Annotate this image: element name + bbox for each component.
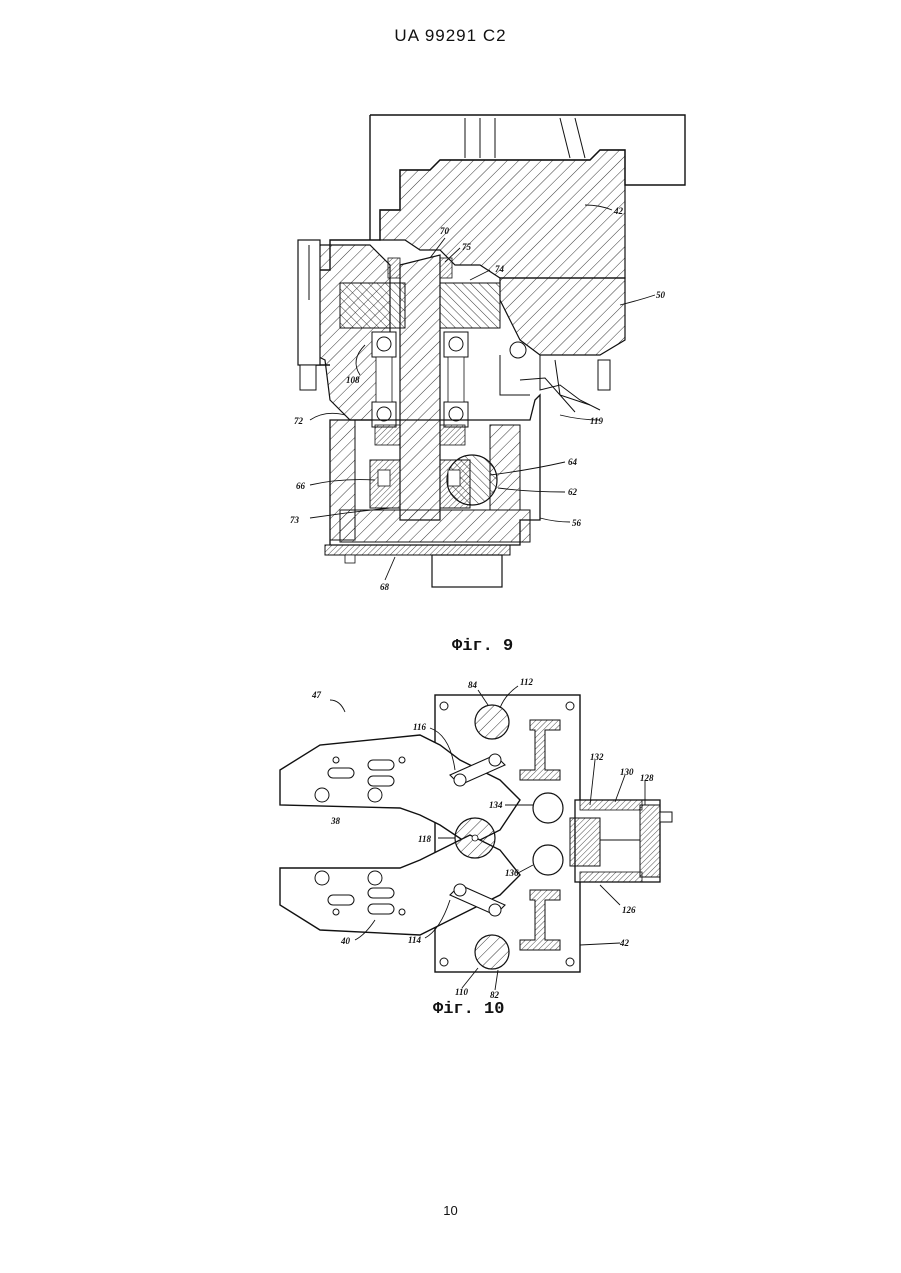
fig10-label-114: 114 <box>408 935 422 945</box>
fig10-label-128: 128 <box>640 773 654 783</box>
fig10-label-132: 132 <box>590 752 604 762</box>
fig10-label-134: 134 <box>489 800 503 810</box>
fig10-label-126: 126 <box>622 905 636 915</box>
fig10-label-82: 82 <box>490 990 500 1000</box>
page-number: 10 <box>0 1203 901 1218</box>
fig10-label-136: 136 <box>505 868 519 878</box>
fig10-label-42: 42 <box>619 938 630 948</box>
fig10-label-40: 40 <box>340 936 351 946</box>
fig10-label-130: 130 <box>620 767 634 777</box>
fig10-label-118: 118 <box>418 834 432 844</box>
fig10-label-112: 112 <box>520 677 534 687</box>
fig10-label-116: 116 <box>413 722 427 732</box>
fig10-label-84: 84 <box>468 680 478 690</box>
fig10-label-110: 110 <box>455 987 469 997</box>
figure-10-caption: Фіг. 10 <box>433 1000 504 1019</box>
fig10-label-47: 47 <box>311 690 322 700</box>
fig10-label-38: 38 <box>330 816 341 826</box>
